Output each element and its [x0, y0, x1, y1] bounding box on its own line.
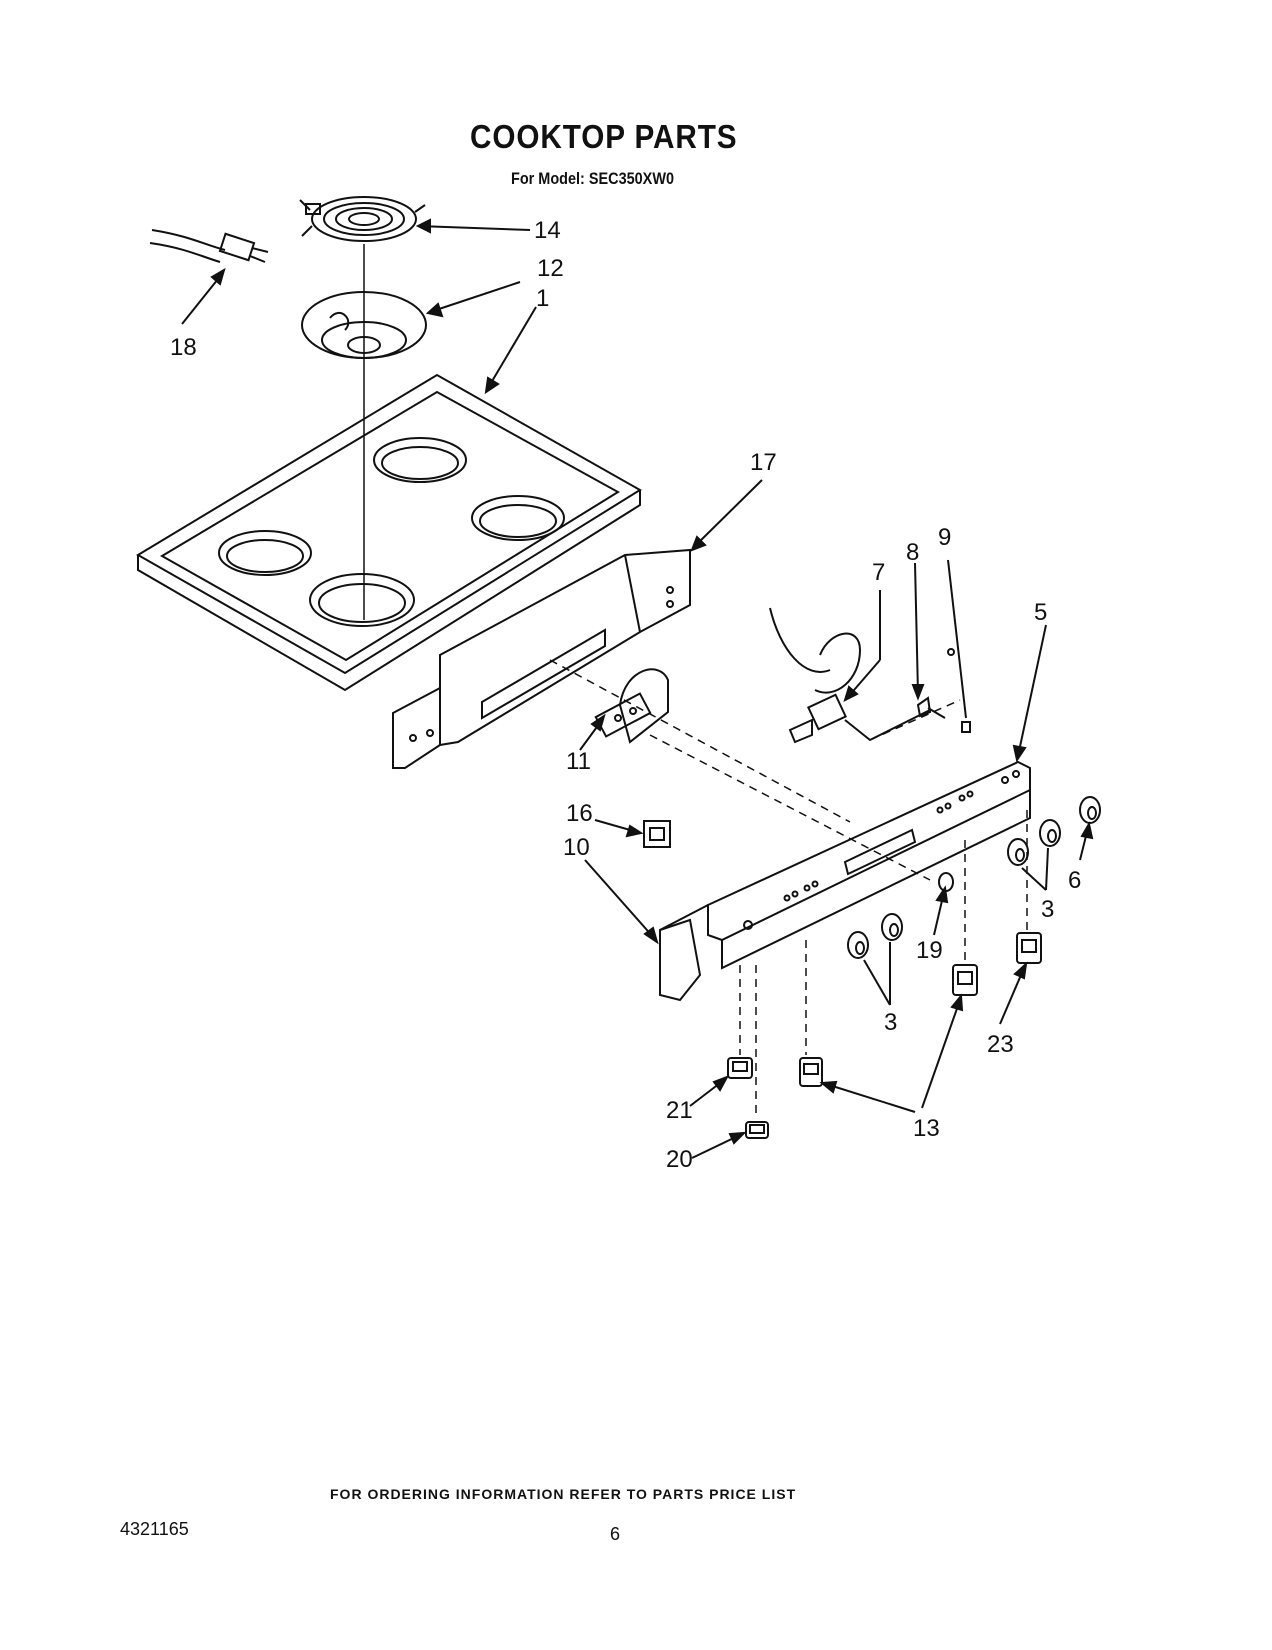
screw-part: [916, 696, 946, 719]
lamp-socket-part: [769, 607, 931, 744]
callout-20: 20: [666, 1146, 693, 1173]
callout-9: 9: [938, 524, 951, 551]
ordering-note: FOR ORDERING INFORMATION REFER TO PARTS …: [330, 1486, 797, 1502]
callout-7: 7: [872, 559, 885, 586]
dashed-assembly-lines: [549, 659, 1028, 1118]
power-cord-part: [149, 229, 269, 263]
switch-parts: [727, 932, 1042, 1139]
callout-19: 19: [916, 937, 943, 964]
callout-18: 18: [170, 334, 197, 361]
callout-1: 1: [536, 285, 549, 312]
page-number: 6: [610, 1524, 621, 1544]
model-subtitle: For Model: SEC350XW0: [511, 169, 675, 188]
leader-lines: [181, 218, 1094, 1159]
callout-12: 12: [537, 255, 564, 282]
callout-10: 10: [563, 834, 590, 861]
surface-element-part: [299, 196, 426, 242]
knob-parts: [847, 796, 1101, 959]
callout-6: 6: [1068, 867, 1081, 894]
callout-3-right: 3: [1041, 896, 1054, 923]
callout-13: 13: [913, 1115, 940, 1142]
control-panel-part: [659, 760, 1031, 1002]
callout-8: 8: [906, 539, 919, 566]
bracket-part: [392, 548, 691, 769]
callout-14: 14: [534, 217, 561, 244]
callout-17: 17: [750, 449, 777, 476]
document-number: 4321165: [120, 1519, 189, 1539]
callout-5: 5: [1034, 599, 1047, 626]
clip-part: [947, 648, 971, 733]
cooktop-part: [136, 373, 642, 692]
callout-11: 11: [566, 748, 591, 775]
callout-21: 21: [666, 1097, 693, 1124]
callout-labels: 14 12 1 18 17 7 8 9 5 11 16 10 6 3 19 3 …: [170, 217, 1081, 1173]
indicator-light-part: [643, 820, 671, 848]
page-title: COOKTOP PARTS: [470, 118, 738, 155]
callout-3-left: 3: [884, 1009, 897, 1036]
callout-16: 16: [566, 800, 593, 827]
timer-part: [594, 668, 669, 744]
callout-23: 23: [987, 1031, 1014, 1058]
